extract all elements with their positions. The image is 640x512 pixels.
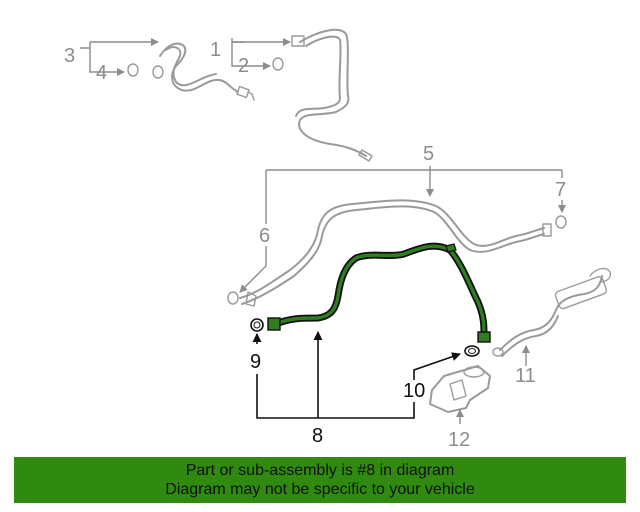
callout-3: 3: [64, 45, 75, 67]
callout-10: 10: [403, 380, 425, 402]
callout-1: 1: [210, 39, 221, 61]
o-ring-part-9[interactable]: [250, 318, 264, 332]
pipe-part-1[interactable]: [291, 28, 373, 162]
o-ring-part-6[interactable]: [227, 291, 239, 305]
leader-8-bracket: [256, 374, 415, 419]
info-banner: Part or sub-assembly is #8 in diagram Di…: [14, 457, 626, 503]
hose-part-3[interactable]: [159, 42, 255, 101]
pipe-part-5[interactable]: [239, 199, 552, 307]
callout-12: 12: [448, 429, 470, 451]
o-ring-part-2[interactable]: [272, 57, 284, 71]
callout-11: 11: [515, 365, 536, 387]
callout-5: 5: [423, 143, 434, 165]
callout-6: 6: [259, 225, 270, 247]
bracket-part-12[interactable]: [429, 365, 491, 413]
pipe-part-11[interactable]: [492, 267, 612, 357]
callout-4: 4: [96, 62, 107, 84]
banner-line-2: Diagram may not be specific to your vehi…: [165, 481, 475, 498]
banner-line-1: Part or sub-assembly is #8 in diagram: [185, 462, 455, 479]
callout-9: 9: [250, 351, 261, 373]
pipe-part-8-highlighted[interactable]: [267, 242, 491, 343]
callout-7: 7: [555, 179, 566, 201]
leader-10: [413, 352, 461, 380]
leader-3-4: [80, 42, 112, 73]
o-ring-part-10[interactable]: [464, 345, 480, 357]
callout-8: 8: [312, 425, 323, 447]
o-ring-part-7[interactable]: [555, 215, 567, 229]
leader-6: [239, 246, 267, 293]
o-ring-part-4[interactable]: [127, 63, 164, 79]
callout-2: 2: [238, 55, 249, 77]
